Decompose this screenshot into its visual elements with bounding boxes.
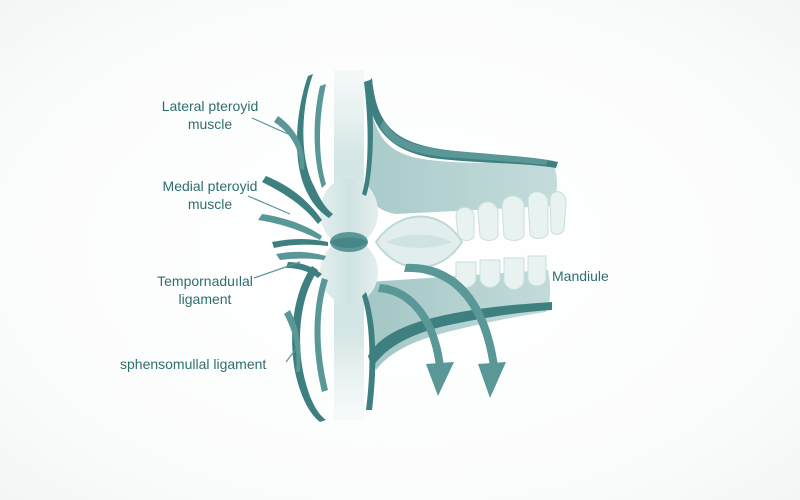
arrow-right-shaft bbox=[404, 263, 498, 366]
label-medial-pterygoid-line2: muscle bbox=[187, 196, 233, 212]
lower-condyle bbox=[320, 240, 378, 304]
lower-tooth bbox=[479, 259, 501, 288]
maxilla bbox=[366, 112, 558, 214]
movement-arrows bbox=[378, 263, 506, 398]
label-medial-pterygoid-line1: Medial pteroyid bbox=[162, 178, 258, 194]
joint-center-shade bbox=[330, 237, 368, 248]
label-temporomandibular-ligament: Tempornaduılal ligament bbox=[140, 272, 270, 308]
left-muscle-fibers-upper bbox=[258, 74, 333, 248]
upper-tooth bbox=[527, 191, 549, 239]
arrow-right-head bbox=[478, 362, 506, 398]
label-temporomandibular-line1: Tempornaduılal bbox=[157, 273, 253, 289]
lower-tooth bbox=[527, 255, 547, 287]
lower-teeth bbox=[455, 255, 547, 290]
arrow-left-head bbox=[426, 362, 454, 396]
upper-tooth bbox=[501, 195, 525, 241]
label-lateral-pterygoid: Lateral pteroyid muscle bbox=[150, 97, 270, 133]
right-muscle-fibers bbox=[362, 80, 376, 410]
upper-condyle bbox=[320, 178, 378, 246]
label-temporomandibular-line2: ligament bbox=[178, 291, 232, 307]
label-mandible: Mandiule bbox=[552, 268, 609, 284]
upper-teeth bbox=[455, 191, 567, 241]
label-medial-pterygoid: Medial pteroyid muscle bbox=[150, 177, 270, 213]
leader-lines bbox=[247, 117, 301, 363]
upper-tooth bbox=[477, 201, 499, 241]
label-sphenomandibular-ligament: sphensomullal ligament bbox=[120, 356, 267, 372]
label-lateral-pterygoid-line1: Lateral pteroyid bbox=[161, 98, 259, 114]
lower-tooth bbox=[503, 257, 525, 290]
label-lateral-pterygoid-line2: muscle bbox=[187, 116, 233, 132]
arrow-left-shaft bbox=[378, 284, 444, 366]
upper-tooth bbox=[549, 191, 567, 235]
mandible-band bbox=[368, 302, 552, 368]
left-muscle-fibers-lower bbox=[276, 251, 328, 422]
articular-disc-highlight bbox=[386, 234, 452, 248]
maxilla-band-inner bbox=[380, 120, 548, 165]
